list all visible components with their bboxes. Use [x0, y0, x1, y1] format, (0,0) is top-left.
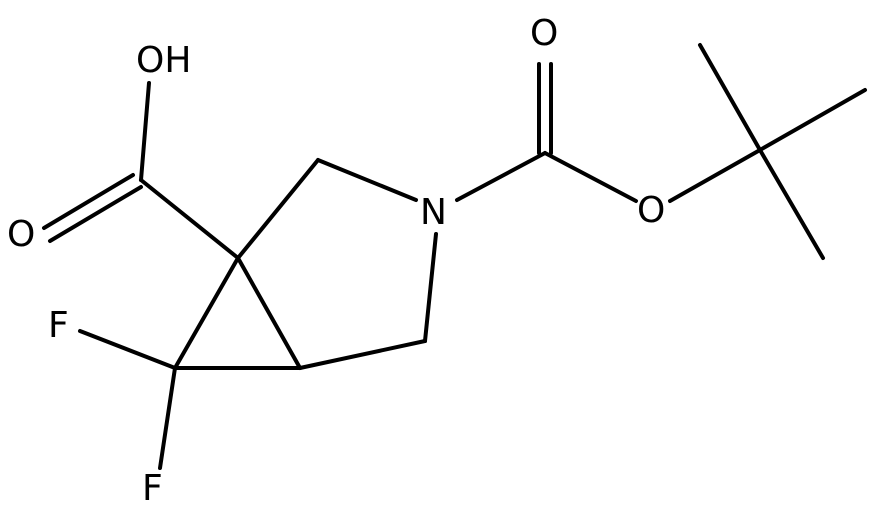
bond-c-o-double-outer	[42, 173, 135, 230]
bond-n-ch2	[423, 232, 438, 343]
bond-c1-c5	[236, 256, 302, 370]
bond-c-o-double-inner	[48, 185, 143, 243]
ester-oxygen-label: O	[637, 190, 665, 231]
bond-acid-to-ring	[139, 178, 240, 260]
bond-cq-methyl-up	[698, 43, 762, 152]
fluorine-lower-label: F	[142, 468, 163, 509]
bond-ch2-n	[316, 158, 418, 202]
bond-c1-ch2	[236, 158, 320, 260]
bond-n-carbonyl	[455, 151, 547, 202]
bond-c-oh	[139, 81, 151, 182]
bond-ch2-c5	[298, 339, 427, 370]
bond-c1-cf2	[173, 256, 240, 370]
bond-cq-methyl-down	[758, 148, 825, 260]
bond-c-f-lower	[158, 366, 177, 470]
nitrogen-label: N	[420, 192, 447, 233]
boc-carbonyl-oxygen-label: O	[530, 13, 558, 54]
bond-cq-methyl-right	[758, 88, 867, 152]
acid-carbonyl-oxygen-label: O	[7, 214, 35, 255]
bond-c-f-upper	[78, 329, 177, 370]
fluorine-upper-label: F	[48, 305, 69, 346]
bond-carbonyl-ester-o	[543, 151, 638, 203]
bond-ester-o-cq	[668, 148, 762, 203]
hydroxyl-label: OH	[136, 40, 191, 81]
